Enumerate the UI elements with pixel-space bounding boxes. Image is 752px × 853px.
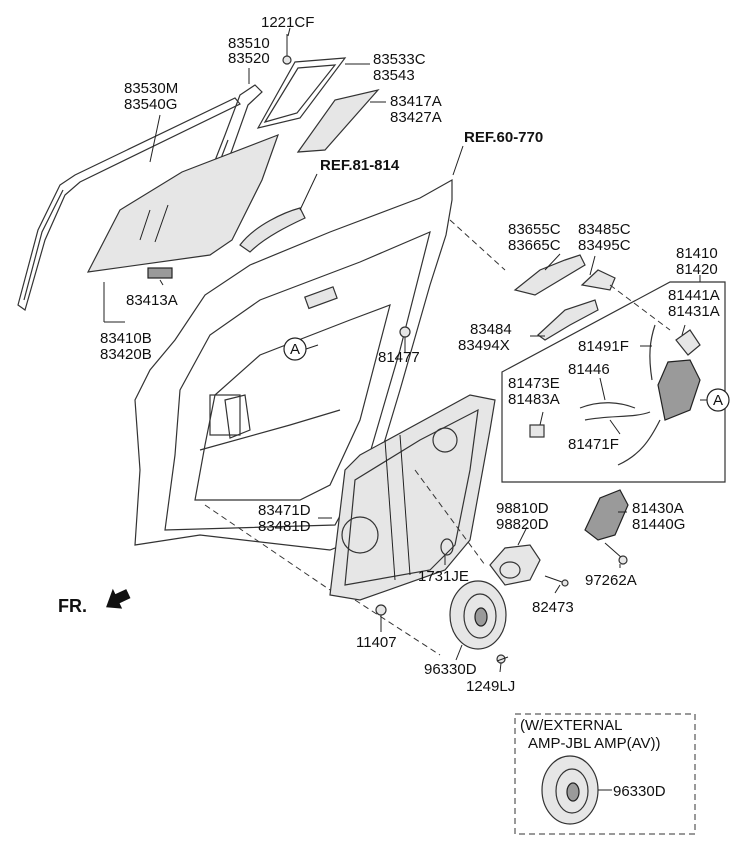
latch-assembly [657, 329, 701, 421]
label-83530m: 83530M [124, 80, 178, 97]
inset-line-1: (W/EXTERNAL [520, 717, 623, 734]
label-83520: 83520 [228, 50, 270, 67]
inner-handle-bracket [304, 286, 338, 310]
upper-bracket [513, 254, 586, 296]
label-81477: 81477 [378, 349, 420, 366]
label-83417a: 83417A [390, 93, 442, 110]
label-83471d: 83471D [258, 502, 311, 519]
front-label: FR. [58, 596, 87, 616]
inset-part-label: 96330D [613, 783, 666, 800]
quarter-glass-frame [256, 57, 347, 129]
label-83540g: 83540G [124, 96, 177, 113]
screw-11407 [375, 604, 387, 625]
label-83665c: 83665C [508, 237, 561, 254]
label-83533c: 83533C [373, 51, 426, 68]
door-glass [86, 133, 280, 273]
leader-lines [103, 27, 701, 673]
bolt-81477 [399, 326, 411, 350]
label-83413a: 83413A [126, 292, 178, 309]
label-81440g: 81440G [632, 516, 685, 533]
label-81473e: 81473E [508, 375, 560, 392]
label-1221cf: 1221CF [261, 14, 314, 31]
label-83420b: 83420B [100, 346, 152, 363]
label-11407: 11407 [356, 634, 397, 651]
speaker [449, 580, 507, 650]
label-83655c: 83655C [508, 221, 561, 238]
label-81410: 81410 [676, 245, 718, 262]
inset-speaker [541, 755, 612, 825]
label-81491f: 81491F [578, 338, 629, 355]
label-83410b: 83410B [100, 330, 152, 347]
latch-inset-box [501, 281, 726, 483]
regulator-rail [199, 394, 341, 451]
label-81431a: 81431A [668, 303, 720, 320]
label-83481d: 83481D [258, 518, 311, 535]
label-83485c: 83485C [578, 221, 631, 238]
label-82473: 82473 [532, 599, 574, 616]
label-1731je: 1731JE [418, 568, 469, 585]
door-module-panel [329, 394, 496, 601]
front-arrow-icon [106, 588, 131, 609]
bolt-97262a [604, 542, 628, 565]
label-83543: 83543 [373, 67, 415, 84]
window-motor [489, 544, 541, 586]
label-98810d: 98810D [496, 500, 549, 517]
label-ref81: REF.81-814 [320, 157, 400, 174]
quarter-glass [296, 88, 380, 153]
construction-lines [204, 219, 671, 656]
label-1249lj: 1249LJ [466, 678, 515, 695]
lower-bracket [537, 299, 599, 341]
cable-clip [529, 424, 545, 438]
label-83495c: 83495C [578, 237, 631, 254]
label-83494x: 83494X [458, 337, 510, 354]
lock-cables [579, 324, 661, 466]
upper-bracket-small [580, 269, 616, 291]
label-81471f: 81471F [568, 436, 619, 453]
label-97262a: 97262A [585, 572, 637, 589]
label-96330d: 96330D [424, 661, 477, 678]
callout-a-left: A [283, 337, 319, 361]
label-98820d: 98820D [496, 516, 549, 533]
screw-1249lj [496, 654, 509, 664]
label-83510: 83510 [228, 35, 270, 52]
external-amp-inset [514, 713, 696, 835]
label-83484: 83484 [470, 321, 512, 338]
part-labels: 1221CF 83510 83520 83533C 83543 83530M 8… [100, 14, 720, 800]
label-81483a: 81483A [508, 391, 560, 408]
inset-line-2: AMP-JBL AMP(AV)) [528, 735, 661, 752]
callout-a-left-label: A [290, 341, 300, 358]
bolt-82473 [544, 575, 569, 587]
label-81446: 81446 [568, 361, 610, 378]
callout-a-right-label: A [713, 392, 723, 409]
label-81430a: 81430A [632, 500, 684, 517]
callout-a-right: A [700, 388, 730, 412]
label-ref60: REF.60-770 [464, 129, 543, 146]
label-81420: 81420 [676, 261, 718, 278]
outside-handle [239, 207, 306, 253]
window-run-channel [17, 97, 241, 311]
grommet [440, 538, 454, 556]
label-81441a: 81441A [668, 287, 720, 304]
label-83427a: 83427A [390, 109, 442, 126]
door-latch [584, 489, 629, 541]
bolt-1221cf [282, 34, 292, 65]
glass-clip [147, 267, 173, 279]
